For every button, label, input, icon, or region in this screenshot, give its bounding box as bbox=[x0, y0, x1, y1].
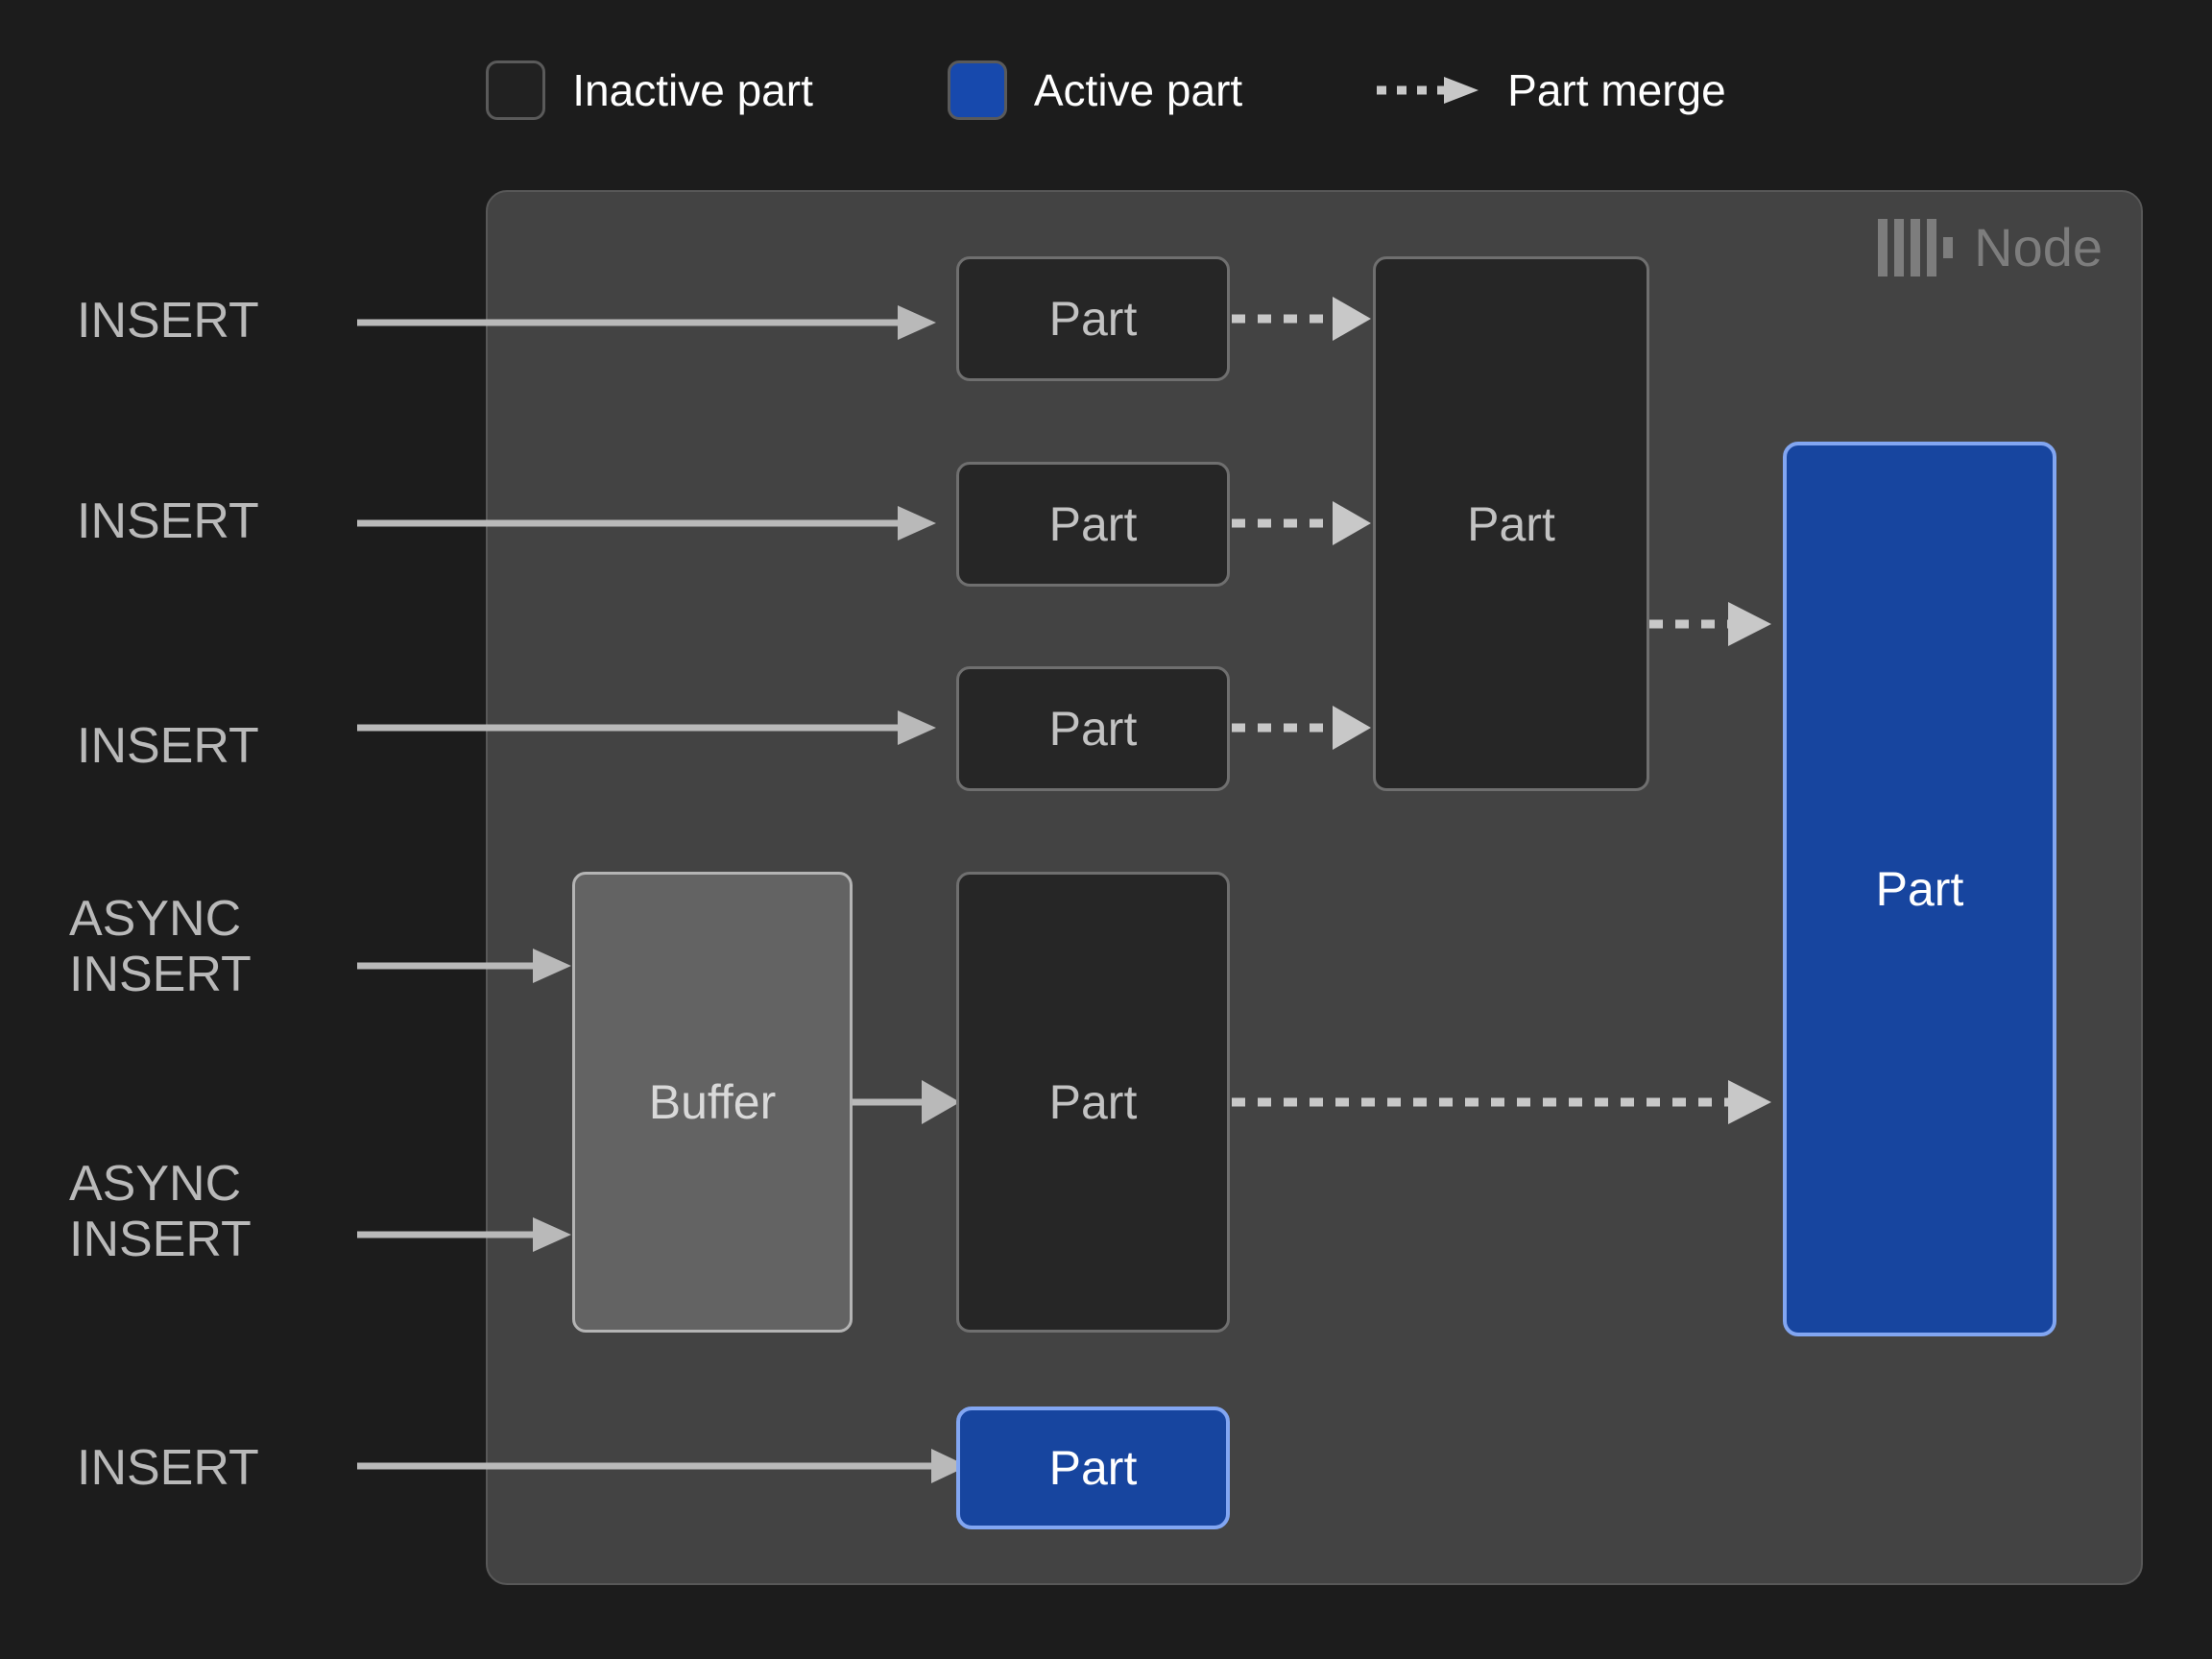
active-part-box-bottom-label: Part bbox=[1048, 1441, 1138, 1495]
dashed-arrow-icon bbox=[1377, 77, 1479, 104]
part-box-row-2-label: Part bbox=[1048, 497, 1138, 551]
source-label-insert-3: INSERT bbox=[77, 718, 259, 774]
part-box-row-1[interactable]: Part bbox=[956, 256, 1230, 381]
inactive-part-swatch-icon bbox=[486, 60, 546, 120]
legend-label-active-part: Active part bbox=[1033, 65, 1243, 115]
node-title-label: Node bbox=[1974, 217, 2103, 277]
part-box-row-3-label: Part bbox=[1048, 702, 1138, 756]
merged-part-box[interactable]: Part bbox=[1373, 256, 1649, 791]
legend-label-inactive-part: Inactive part bbox=[572, 65, 813, 115]
source-label-insert-2: INSERT bbox=[77, 493, 259, 549]
part-box-row-1-label: Part bbox=[1048, 292, 1138, 346]
buffered-part-box[interactable]: Part bbox=[956, 872, 1230, 1333]
legend-label-part-merge: Part merge bbox=[1507, 65, 1726, 115]
merged-part-box-label: Part bbox=[1467, 496, 1555, 551]
source-label-insert-4: INSERT bbox=[77, 1440, 259, 1496]
clickhouse-logo-icon bbox=[1878, 219, 1954, 276]
source-label-insert-1: INSERT bbox=[77, 293, 259, 349]
buffer-box[interactable]: Buffer bbox=[572, 872, 853, 1333]
buffer-box-label: Buffer bbox=[648, 1075, 777, 1129]
part-box-row-3[interactable]: Part bbox=[956, 666, 1230, 791]
legend-item-part-merge: Part merge bbox=[1375, 68, 1726, 112]
active-part-box-bottom[interactable]: Part bbox=[956, 1407, 1230, 1529]
node-title: Node bbox=[1878, 219, 2103, 276]
active-part-swatch-icon bbox=[947, 60, 1007, 120]
source-label-async-insert-2: ASYNC INSERT bbox=[69, 1156, 252, 1268]
legend-item-inactive-part: Inactive part bbox=[486, 60, 813, 120]
active-part-box-large[interactable]: Part bbox=[1783, 442, 2056, 1336]
legend-item-active-part: Active part bbox=[947, 60, 1243, 120]
active-part-box-large-label: Part bbox=[1875, 862, 1964, 916]
source-label-async-insert-1: ASYNC INSERT bbox=[69, 891, 252, 1003]
buffered-part-box-label: Part bbox=[1048, 1075, 1138, 1129]
part-box-row-2[interactable]: Part bbox=[956, 462, 1230, 587]
legend: Inactive part Active part Part merge bbox=[0, 50, 2212, 131]
